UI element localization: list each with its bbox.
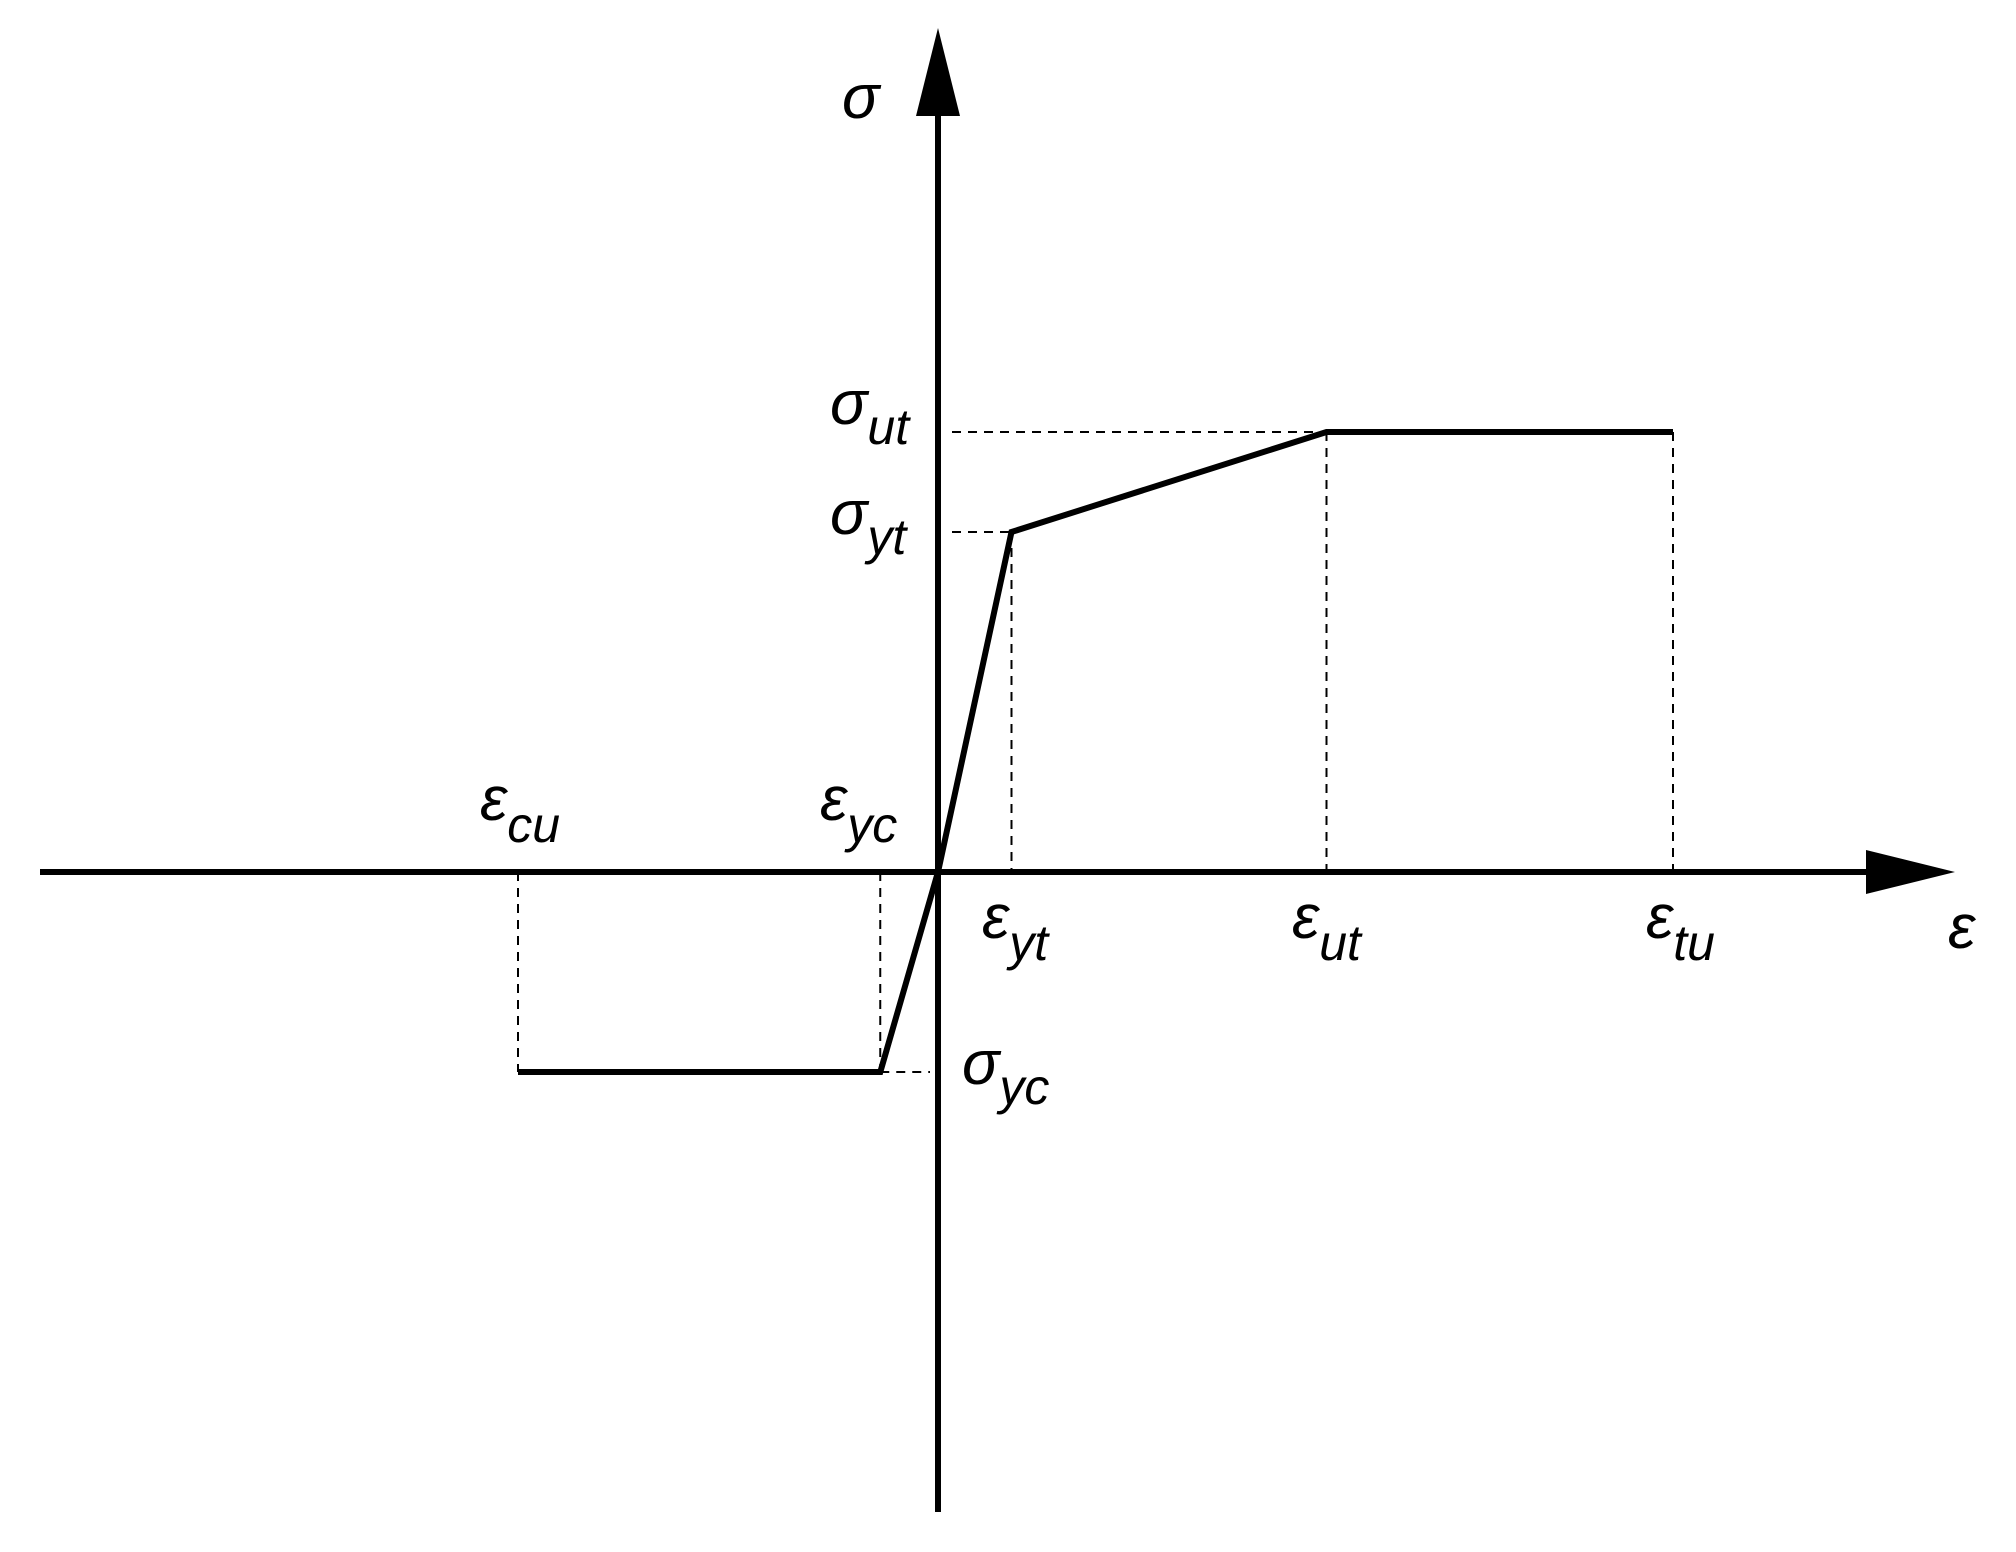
guide-lines	[517, 431, 1674, 1073]
horizontal-axis-arrowhead	[1866, 850, 1955, 894]
label-sigma-ut: σut	[830, 369, 911, 455]
label-epsilon-yc: εyc	[820, 765, 897, 853]
vertical-axis-arrowhead	[916, 28, 960, 116]
label-sigma-yt: σyt	[830, 479, 908, 565]
label-epsilon-yt: εyt	[982, 883, 1050, 971]
label-epsilon-ut: εut	[1292, 883, 1363, 971]
stress-strain-curve	[518, 429, 1673, 1075]
x-axis-label: ε	[1948, 893, 1976, 962]
label-epsilon-cu: εcu	[480, 765, 560, 853]
label-sigma-yc: σyc	[962, 1029, 1049, 1115]
y-axis-label: σ	[842, 63, 882, 132]
label-epsilon-tu: εtu	[1646, 883, 1715, 971]
